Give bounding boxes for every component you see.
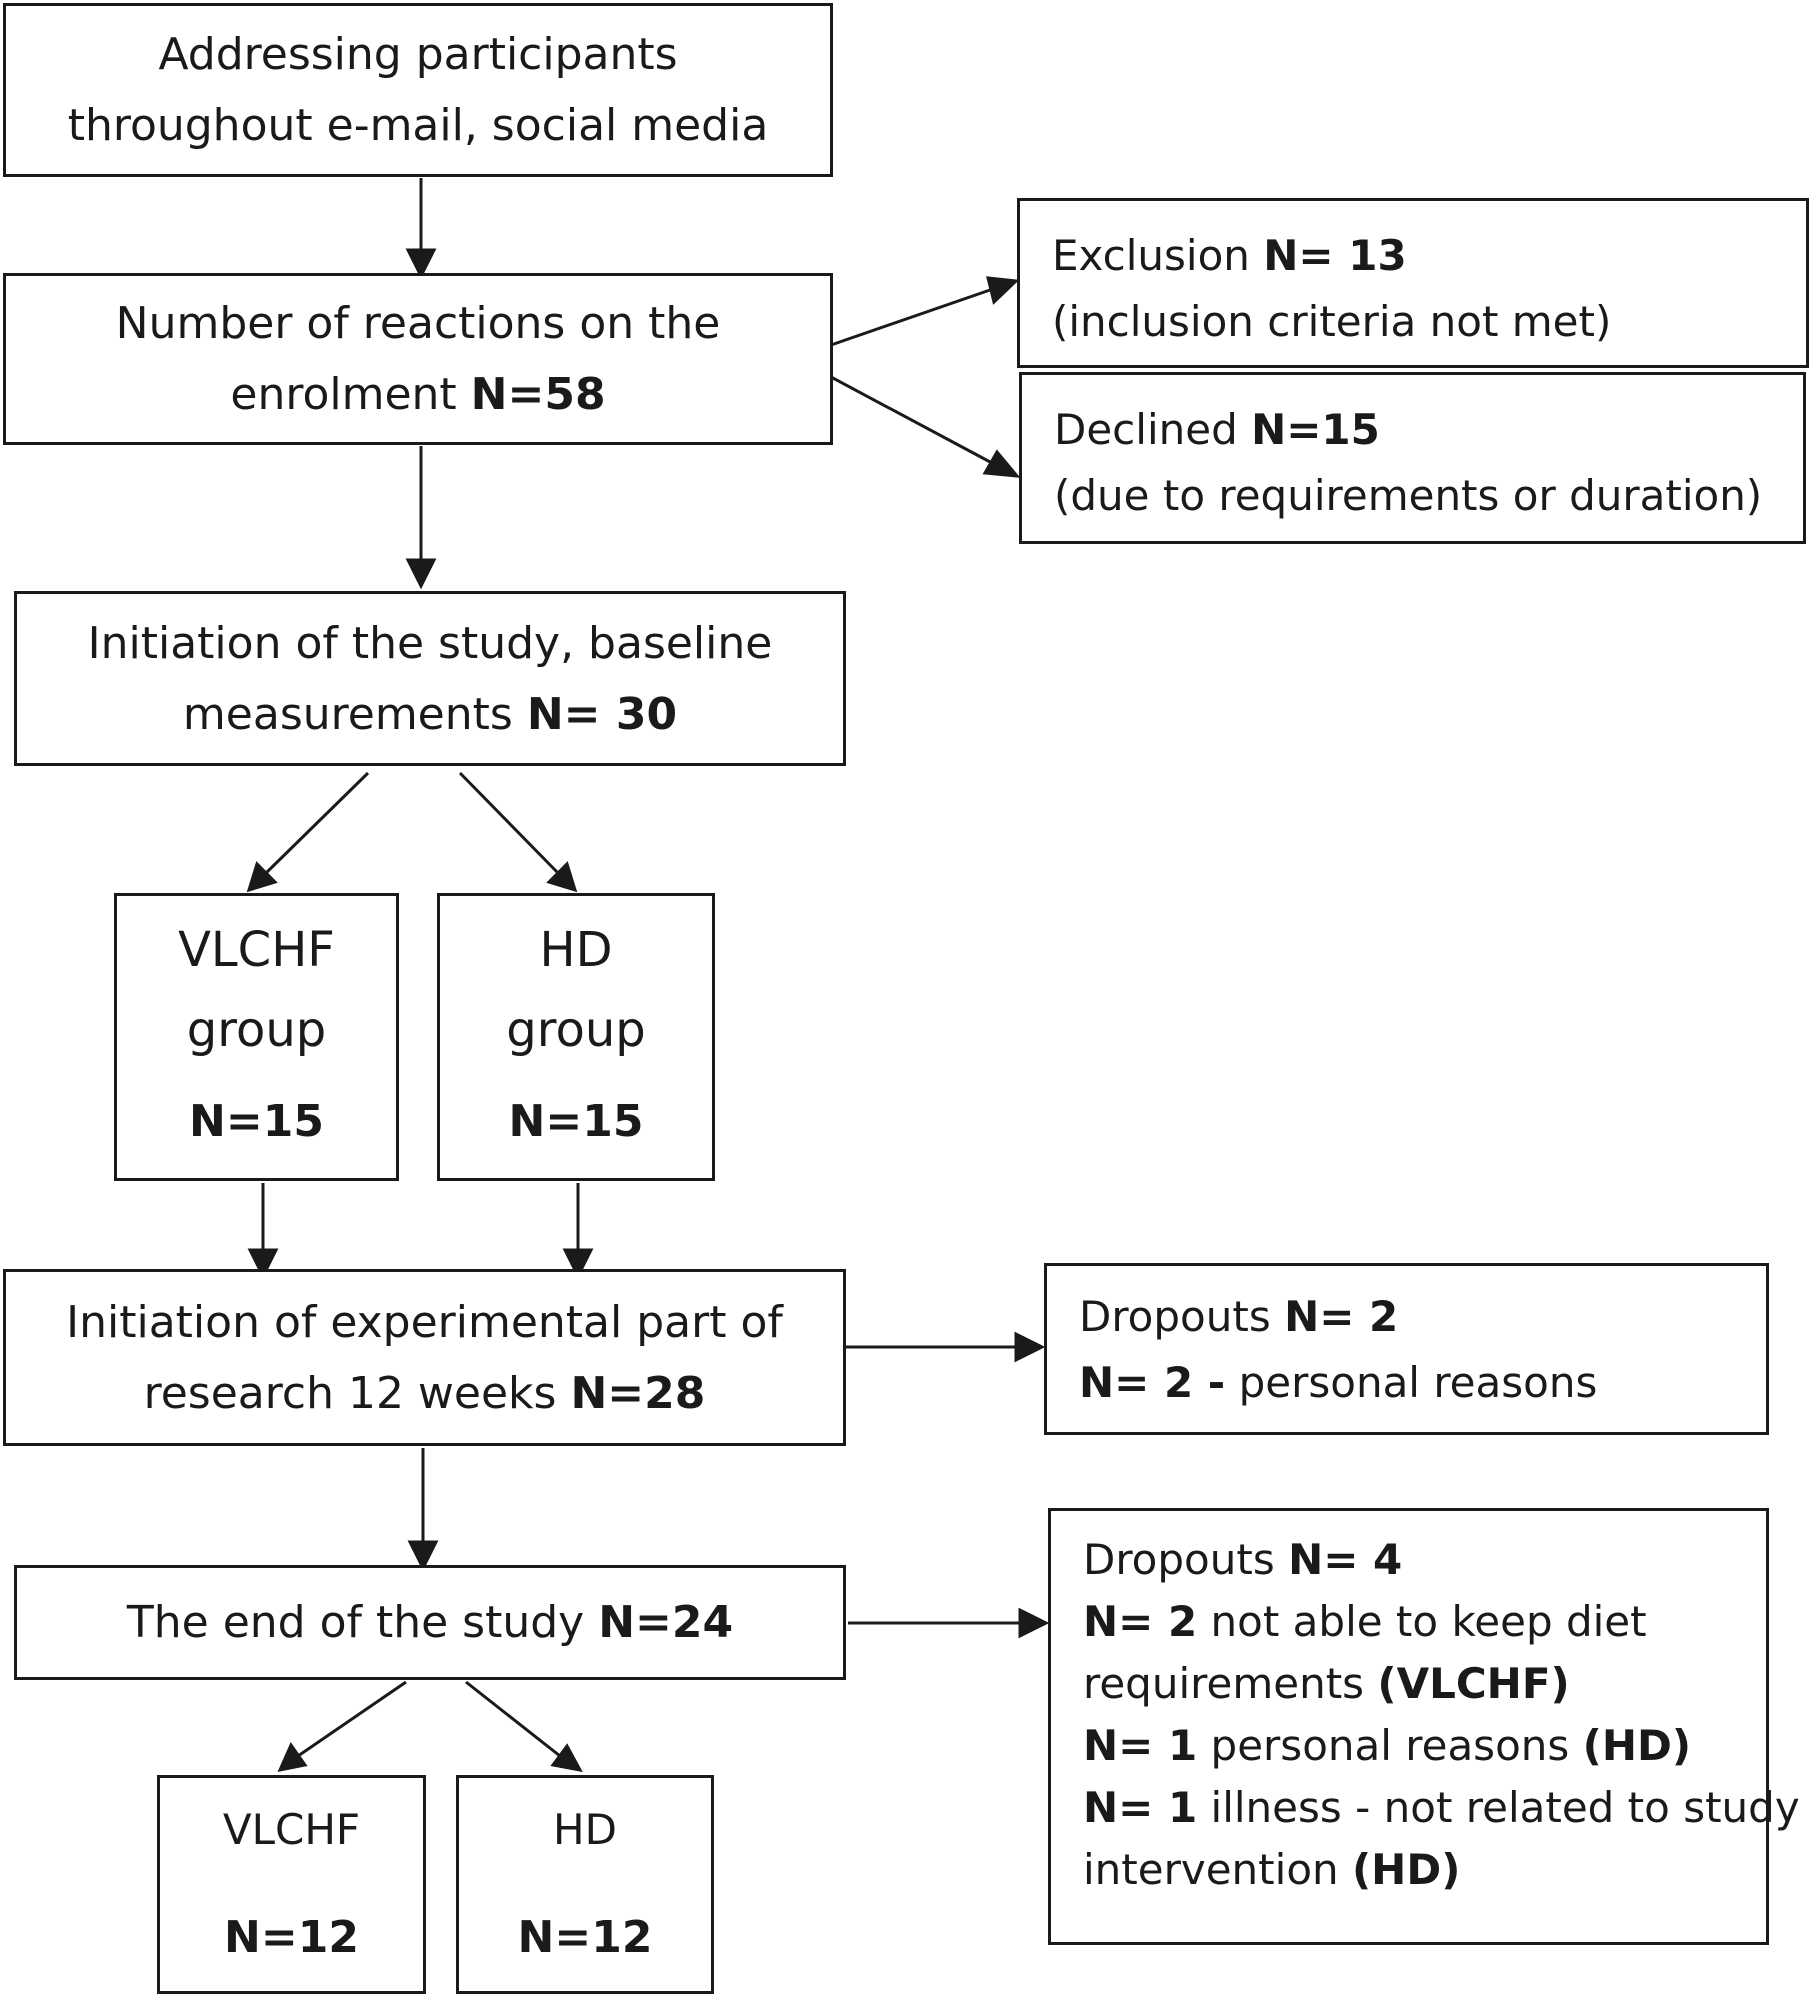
dropouts2-item1-text: not able to keep diet — [1197, 1597, 1647, 1646]
initiation-box: Initiation of the study, baseline measur… — [14, 591, 846, 766]
dropouts2-item3-count-prefix: N= — [1083, 1783, 1168, 1832]
dropouts2-item2-group: (HD) — [1582, 1721, 1692, 1770]
dropouts2-item1-group: (VLCHF) — [1377, 1659, 1570, 1708]
addressing-line2: throughout e-mail, social media — [67, 100, 769, 151]
arrow-end-hd-final — [465, 1680, 561, 1758]
exclusion-reason: (inclusion criteria not met) — [1052, 297, 1612, 346]
dropouts1-item-text: personal reasons — [1225, 1358, 1598, 1407]
arrowhead — [277, 1741, 308, 1773]
vlchf-group-title: VLCHF — [178, 922, 335, 978]
declined-reason: (due to requirements or duration) — [1054, 471, 1763, 520]
dropouts2-item1-count: N= 2 — [1083, 1597, 1198, 1646]
declined-box: Declined N=15 (due to requirements or du… — [1019, 372, 1806, 544]
reactions-line2: enrolment N=58 — [230, 359, 605, 430]
hd-group-title: HD — [539, 922, 613, 978]
exclusion-label: Exclusion — [1052, 231, 1264, 280]
end-box: The end of the study N=24 — [14, 1565, 846, 1680]
vlchf-final-box: VLCHF N=12 — [157, 1775, 426, 1994]
end-count: N=24 — [598, 1597, 734, 1648]
experimental-label: research 12 weeks — [143, 1367, 571, 1419]
reactions-count: N=58 — [470, 369, 606, 420]
vlchf-group-box: VLCHF group N=15 — [114, 893, 399, 1181]
dropouts1-label: Dropouts — [1079, 1292, 1285, 1341]
arrowhead — [562, 1248, 594, 1280]
vlchf-group-subtitle: group — [186, 1002, 327, 1058]
arrow-initiation-hd — [458, 771, 560, 875]
dropouts2-box: Dropouts N= 4 N= 2 not able to keep diet… — [1048, 1508, 1800, 1945]
end-label: The end of the study — [126, 1597, 599, 1648]
initiation-count: N= 30 — [526, 688, 678, 740]
dropouts2-count: N= 4 — [1288, 1535, 1403, 1584]
arrowhead — [982, 449, 1021, 478]
dropouts1-item-count: N= 2 - — [1079, 1358, 1226, 1407]
dropouts1-count: N= 2 — [1284, 1292, 1399, 1341]
arrowhead — [407, 1540, 439, 1572]
hd-group-subtitle: group — [506, 1002, 646, 1058]
vlchf-group-count: N=15 — [189, 1096, 324, 1147]
reactions-box: Number of reactions on the enrolment N=5… — [3, 273, 833, 445]
hd-final-count: N=12 — [517, 1912, 653, 1963]
arrow-initiation-vlchf — [264, 771, 370, 875]
arrow-reactions-declined — [830, 375, 993, 465]
arrowhead — [546, 861, 578, 893]
dropouts1-box: Dropouts N= 2 N= 2 - personal reasons — [1044, 1263, 1769, 1435]
dropouts2-item2-text: personal reasons — [1197, 1721, 1583, 1770]
declined-count: N=15 — [1251, 405, 1380, 454]
hd-final-box: HD N=12 — [456, 1775, 714, 1994]
vlchf-final-label: VLCHF — [222, 1805, 361, 1854]
dropouts2-item1-text2: requirements — [1083, 1659, 1378, 1708]
hd-group-count: N=15 — [508, 1096, 644, 1147]
initiation-line1: Initiation of the study, baseline — [87, 617, 773, 669]
dropouts2-item2-count: N= 1 — [1083, 1721, 1198, 1770]
arrow-reactions-exclusion — [830, 288, 991, 347]
dropouts2-label: Dropouts — [1083, 1535, 1289, 1584]
dropouts2-item3-group: (HD) — [1351, 1845, 1461, 1894]
experimental-box: Initiation of experimental part of resea… — [3, 1269, 846, 1446]
experimental-line1: Initiation of experimental part of — [66, 1296, 783, 1348]
arrowhead — [246, 861, 278, 893]
arrowhead — [405, 558, 437, 590]
arrow-end-vlchf-final — [297, 1680, 407, 1758]
dropouts2-item3-count: 1 — [1167, 1783, 1198, 1832]
initiation-label: measurements — [182, 688, 527, 740]
declined-label: Declined — [1054, 405, 1252, 454]
dropouts2-item3-text2: intervention — [1083, 1845, 1352, 1894]
arrowhead — [550, 1743, 583, 1773]
hd-group-box: HD group N=15 — [437, 893, 715, 1181]
arrowhead — [405, 248, 437, 280]
arrowhead — [1018, 1607, 1050, 1639]
addressing-line1: Addressing participants — [158, 29, 678, 80]
reactions-label: enrolment — [230, 369, 471, 420]
exclusion-count: N= 13 — [1263, 231, 1407, 280]
arrowhead — [247, 1248, 279, 1280]
exclusion-box: Exclusion N= 13 (inclusion criteria not … — [1017, 198, 1809, 368]
arrowhead — [986, 276, 1020, 305]
experimental-count: N=28 — [570, 1367, 706, 1419]
dropouts2-item3-text: illness - not related to study — [1197, 1783, 1800, 1832]
arrowhead — [1014, 1331, 1046, 1363]
reactions-line1: Number of reactions on the — [115, 298, 721, 349]
addressing-box: Addressing participants throughout e-mai… — [3, 3, 833, 177]
vlchf-final-count: N=12 — [224, 1912, 359, 1963]
hd-final-label: HD — [553, 1805, 617, 1854]
